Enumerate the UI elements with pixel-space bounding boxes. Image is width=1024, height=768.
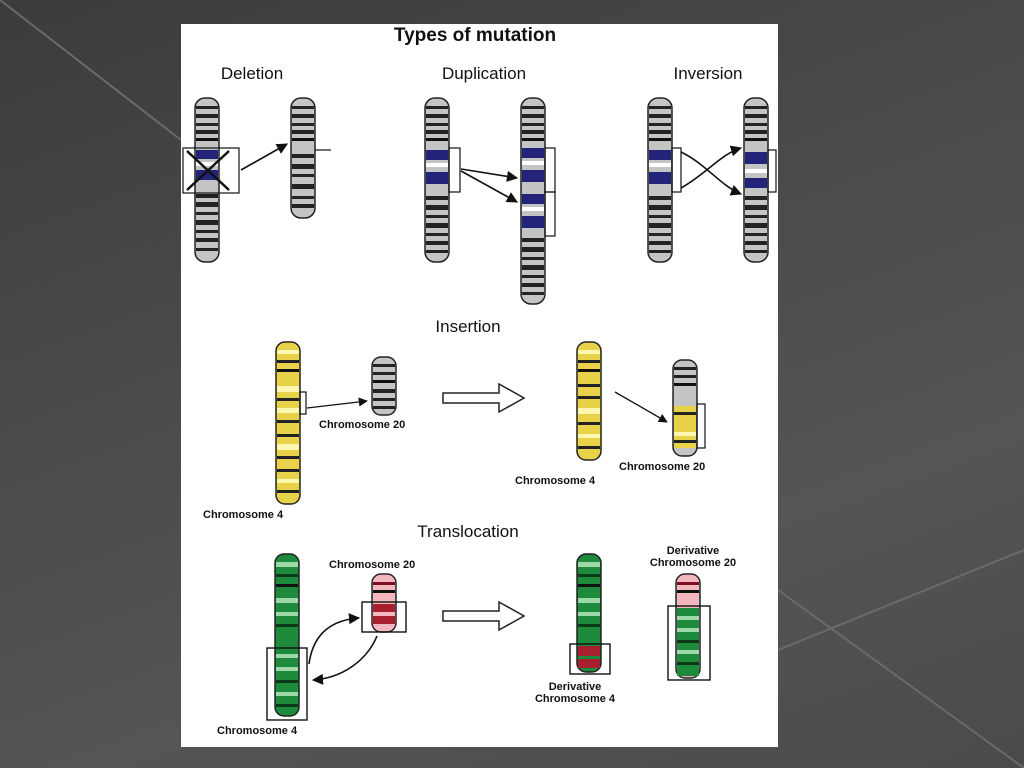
inversion-arrow-down xyxy=(680,151,743,196)
translocation-chromosome-4-before xyxy=(274,553,300,717)
heading-translocation: Translocation xyxy=(417,522,518,541)
heading-deletion: Deletion xyxy=(221,64,283,83)
insertion-source-box xyxy=(299,391,307,415)
inversion-source-box xyxy=(671,147,682,193)
translocation-arrow-up xyxy=(308,613,361,665)
duplication-copy-box-1 xyxy=(544,147,556,193)
label-ins-chr4-after: Chromosome 4 xyxy=(515,475,596,487)
heading-insertion: Insertion xyxy=(435,317,500,336)
duplication-copy-box-2 xyxy=(544,191,556,237)
label-ins-chr20-before: Chromosome 20 xyxy=(319,419,405,431)
label-tr-der20-line1: Derivative xyxy=(667,545,720,557)
inversion-result-chromosome xyxy=(743,97,769,263)
translocation-derivative-chromosome-4 xyxy=(576,553,602,673)
label-ins-chr20-after: Chromosome 20 xyxy=(619,461,705,473)
insertion-chromosome-20-after xyxy=(672,359,698,457)
duplication-original-chromosome xyxy=(424,97,450,263)
heading-duplication: Duplication xyxy=(442,64,526,83)
duplication-arrow-lower xyxy=(460,170,518,203)
inversion-result-box xyxy=(767,149,777,193)
duplication-result-chromosome xyxy=(520,97,546,305)
deletion-arrow xyxy=(240,143,288,171)
translocation-hollow-arrow xyxy=(442,600,526,632)
diagram-title: Types of mutation xyxy=(394,25,556,46)
label-tr-chr20-before: Chromosome 20 xyxy=(329,559,415,571)
insertion-chromosome-4-before xyxy=(275,341,301,505)
translocation-der4-box xyxy=(569,643,611,675)
label-ins-chr4-before: Chromosome 4 xyxy=(203,509,284,521)
label-tr-chr4-before: Chromosome 4 xyxy=(217,725,298,737)
translocation-derivative-chromosome-20 xyxy=(675,573,701,679)
translocation-chr20-box xyxy=(361,601,407,633)
insertion-result-box xyxy=(696,403,706,449)
deletion-result-chromosome xyxy=(290,97,316,219)
insertion-arrow-before xyxy=(306,397,368,409)
translocation-der20-box xyxy=(667,605,711,681)
inversion-original-chromosome xyxy=(647,97,673,263)
duplication-source-box xyxy=(448,147,461,193)
mutation-diagram-panel: Types of mutation Deletion Duplication I… xyxy=(181,24,778,747)
duplication-arrow-upper xyxy=(460,168,519,182)
translocation-chr4-box xyxy=(266,647,308,721)
heading-inversion: Inversion xyxy=(674,64,743,83)
translocation-chromosome-20-before xyxy=(371,573,397,633)
label-tr-der20-line2: Chromosome 20 xyxy=(650,557,736,569)
inversion-arrow-up xyxy=(680,145,743,189)
mutation-diagram: Types of mutation Deletion Duplication I… xyxy=(182,25,777,737)
label-tr-der4-line2: Chromosome 4 xyxy=(535,693,616,705)
label-tr-der4-line1: Derivative xyxy=(549,681,602,693)
insertion-chromosome-4-after xyxy=(576,341,602,461)
insertion-chromosome-20-before xyxy=(371,356,397,416)
deletion-segment-box xyxy=(182,147,240,194)
translocation-arrow-down xyxy=(311,635,378,685)
insertion-hollow-arrow xyxy=(442,382,526,414)
insertion-arrow-after xyxy=(614,391,668,423)
